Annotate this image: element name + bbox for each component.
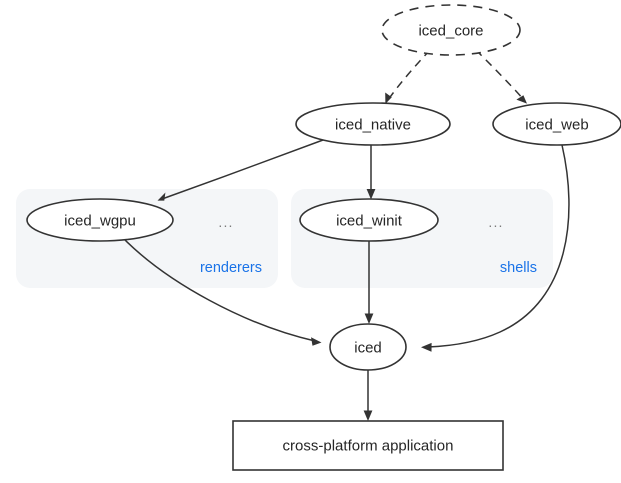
edge-iced-native-to-iced-winit <box>366 145 376 200</box>
cluster-renderers-ellipsis: ... <box>218 214 233 230</box>
node-iced-core-shape[interactable] <box>381 4 521 56</box>
arrowhead <box>311 337 322 346</box>
node-iced-wgpu-shape[interactable] <box>26 198 174 242</box>
node-iced-core[interactable]: iced_core <box>381 4 521 56</box>
node-iced-wgpu[interactable]: iced_wgpu <box>26 198 174 242</box>
node-iced-winit-shape[interactable] <box>299 198 439 242</box>
node-iced-web-shape[interactable] <box>492 102 621 146</box>
arrowhead <box>421 342 432 352</box>
edge-iced-web-to-iced <box>421 144 570 352</box>
edge-line <box>123 238 316 342</box>
node-iced-core-label: iced_core <box>418 23 483 40</box>
edge-iced-winit-to-iced <box>364 241 374 324</box>
node-iced-winit[interactable]: iced_winit <box>299 198 439 242</box>
node-iced-native-shape[interactable] <box>295 102 451 146</box>
node-application-shape[interactable] <box>232 420 504 471</box>
node-application[interactable]: cross-platform application <box>232 420 504 471</box>
arrowhead <box>157 192 166 201</box>
node-iced-web[interactable]: iced_web <box>492 102 621 146</box>
edge-iced-native-to-iced-wgpu <box>157 139 324 201</box>
cluster-shells-label: shells <box>500 260 537 276</box>
arrowhead <box>366 189 376 200</box>
arrowhead <box>516 95 527 104</box>
node-application-label: cross-platform application <box>283 438 454 455</box>
edge-iced-wgpu-to-iced <box>123 238 322 346</box>
edge-line <box>475 49 525 101</box>
edge-iced-core-to-iced-native <box>385 49 431 104</box>
arrowhead <box>364 313 374 324</box>
edge-line <box>427 144 570 348</box>
node-iced-native[interactable]: iced_native <box>295 102 451 146</box>
node-iced-shape[interactable] <box>329 323 407 371</box>
node-iced-native-label: iced_native <box>335 117 411 134</box>
node-iced-wgpu-label: iced_wgpu <box>64 213 136 230</box>
arrowhead <box>385 92 392 104</box>
node-iced-web-label: iced_web <box>525 117 588 134</box>
cluster-shells-ellipsis: ... <box>488 214 503 230</box>
edge-iced-to-application <box>363 370 373 421</box>
node-iced[interactable]: iced <box>329 323 407 371</box>
edge-line <box>387 49 431 101</box>
arrowhead <box>363 410 373 421</box>
cluster-renderers-label: renderers <box>200 260 262 276</box>
edge-iced-core-to-iced-web <box>475 49 527 104</box>
node-iced-label: iced <box>354 340 382 357</box>
node-iced-winit-label: iced_winit <box>336 213 403 230</box>
edge-line <box>161 139 324 200</box>
